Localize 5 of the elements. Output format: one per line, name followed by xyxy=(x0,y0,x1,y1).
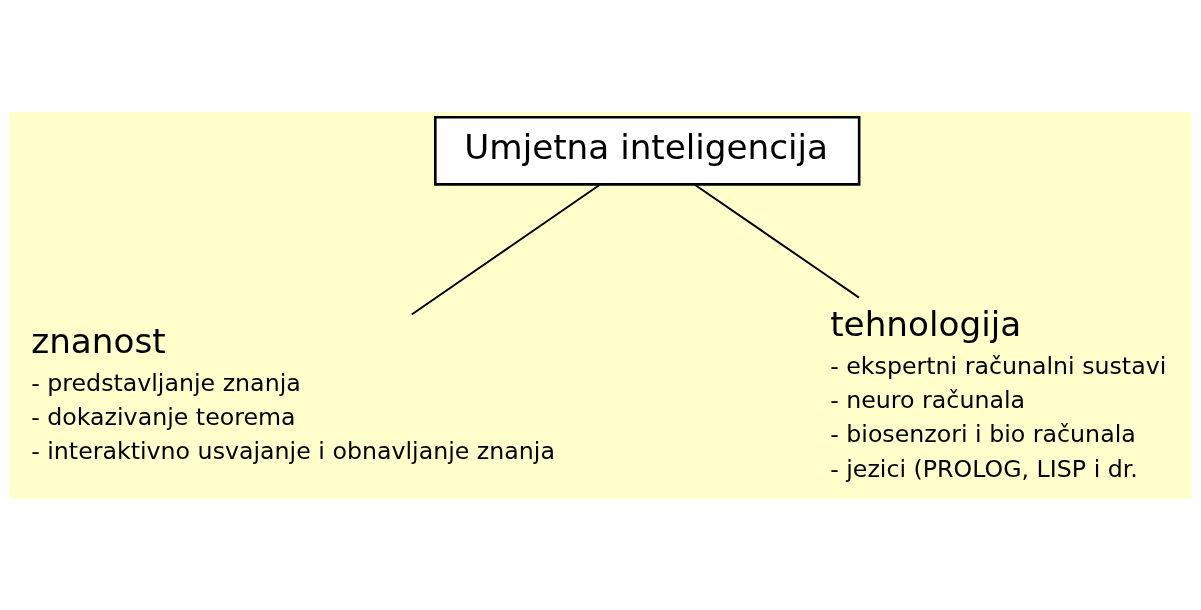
connector xyxy=(693,183,861,299)
connector xyxy=(410,183,602,315)
node-text: tehnologija - ekspertni računalni sustavi - neuro računala - biosenzori i bio računala - jezici (PROLOG, LISP i dr. xyxy=(830,303,1167,482)
node-box: Umjetna inteligencija xyxy=(434,115,861,186)
node-text: znanost - predstavljanje znanja - dokazivanje teorema - interaktivno usvajanje i obnavljanje znanja xyxy=(31,320,555,465)
